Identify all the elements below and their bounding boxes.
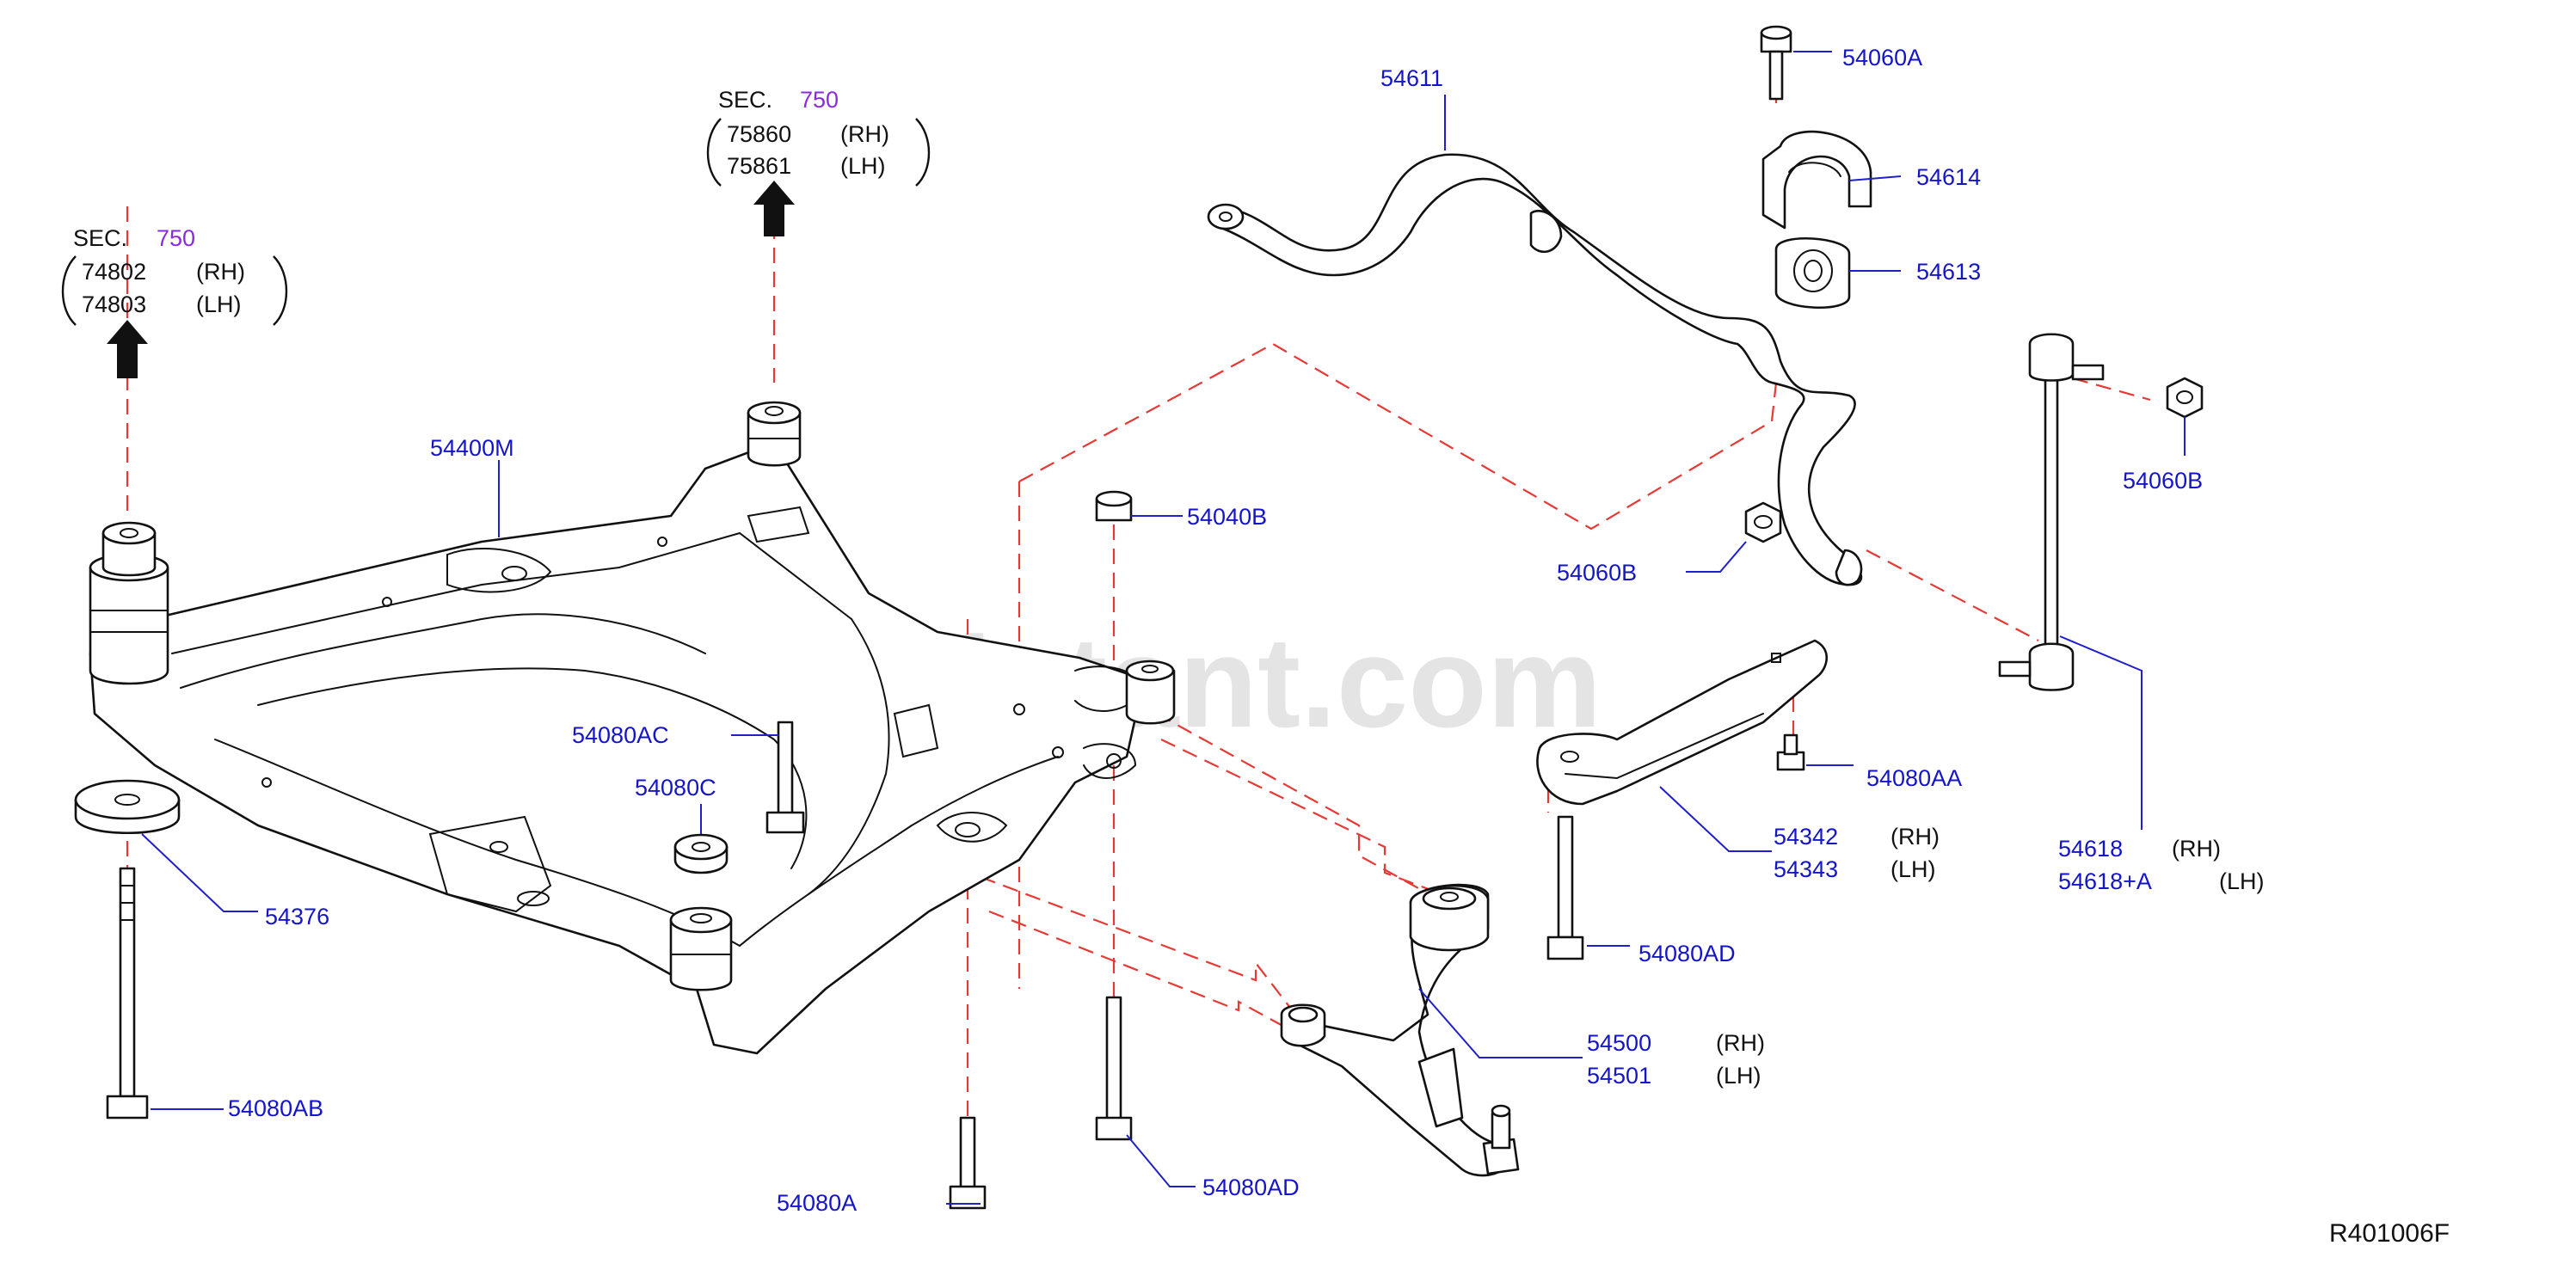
bolt-54060A (1760, 25, 1792, 101)
part-number: 75861 (727, 153, 791, 179)
diagram-code: R401006F (2329, 1219, 2450, 1248)
nut-54060B-mid (1744, 501, 1782, 543)
callout-54080AB: 54080AB (228, 1095, 323, 1121)
side-tag: (RH) (1891, 824, 1940, 850)
arrow-up-icon (753, 181, 795, 236)
sec-number: 750 (157, 225, 195, 251)
callout-labels: 54400M 54376 54080AB 54080AC 54080C 5408… (228, 45, 2265, 1216)
side-tag: (LH) (840, 153, 886, 179)
side-tag: (LH) (2219, 868, 2265, 894)
callout-54080AD-lower: 54080AD (1202, 1175, 1300, 1200)
callout-54343: 54343 (1774, 856, 1838, 882)
callout-54040B: 54040B (1187, 504, 1267, 530)
callout-54060A: 54060A (1842, 45, 1922, 71)
sec-number: 750 (800, 87, 839, 113)
bolt-54080AB (106, 867, 149, 1120)
callout-54080A: 54080A (777, 1190, 857, 1216)
side-tag: (RH) (2172, 836, 2221, 862)
callout-54614: 54614 (1916, 164, 1981, 190)
callout-54060B-right: 54060B (2123, 468, 2203, 494)
callout-54060B-mid: 54060B (1557, 560, 1637, 586)
callout-54613: 54613 (1916, 259, 1981, 285)
bolt-54080AD-lower (1095, 996, 1133, 1141)
section-reference-left: SEC. 750 74802 (RH) 74803 (LH) (61, 225, 288, 378)
subframe-mount-front (669, 906, 733, 991)
arrow-up-icon (107, 320, 148, 378)
bushing-54613 (1774, 236, 1851, 310)
side-tag: (RH) (196, 259, 245, 285)
callout-54500: 54500 (1587, 1030, 1651, 1056)
subframe-mount-side (1125, 659, 1176, 725)
stabilizer-link (1998, 333, 2105, 691)
callout-54400M: 54400M (430, 435, 514, 461)
part-number: 74802 (82, 259, 146, 285)
side-tag: (RH) (1716, 1030, 1765, 1056)
side-tag: (LH) (1716, 1063, 1761, 1089)
stabilizer-bar (1207, 153, 1863, 586)
sec-label: SEC. (718, 87, 772, 113)
nut-54040B (1095, 490, 1133, 522)
callout-54080C: 54080C (635, 775, 716, 801)
callout-54618: 54618 (2058, 836, 2123, 862)
side-tag: (LH) (196, 291, 242, 317)
nut-54060B-right (2166, 377, 2204, 419)
callout-54611: 54611 (1380, 65, 1443, 91)
subframe-mount-left (89, 521, 169, 685)
washer-54376 (74, 779, 181, 835)
callout-54080AC: 54080AC (572, 722, 669, 748)
part-number: 74803 (82, 291, 146, 317)
lower-link (1280, 883, 1520, 1177)
side-tag: (RH) (840, 121, 889, 147)
callout-54501: 54501 (1587, 1063, 1651, 1089)
callout-54080AD-right: 54080AD (1638, 941, 1736, 966)
leader-lines (141, 51, 2186, 1205)
front-suspension-member (89, 441, 1146, 1055)
subframe-mount-rear (747, 401, 802, 467)
bolt-54080A (949, 1116, 987, 1210)
section-reference-right: SEC. 750 75860 (RH) 75861 (LH) (706, 87, 931, 236)
part-number: 75860 (727, 121, 791, 147)
washer-54080C (673, 833, 729, 874)
clamp-54614 (1761, 130, 1872, 230)
sec-label: SEC. (73, 225, 127, 251)
bolt-54080AD-right (1546, 815, 1584, 960)
callout-54342: 54342 (1774, 824, 1838, 850)
callout-54376: 54376 (265, 904, 329, 929)
link-bracket (1536, 639, 1829, 806)
side-tag: (LH) (1891, 856, 1936, 882)
callout-54618A: 54618+A (2058, 868, 2152, 894)
callout-54080AA: 54080AA (1866, 765, 1962, 791)
bolt-54080AA (1776, 733, 1805, 771)
bolt-54080AC (765, 721, 805, 834)
